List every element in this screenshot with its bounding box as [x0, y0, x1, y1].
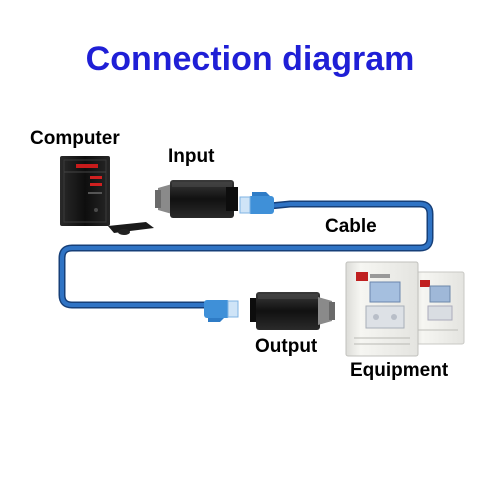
inverter-equipment-icon — [346, 262, 464, 356]
equipment-label: Equipment — [350, 360, 448, 382]
computer-label: Computer — [30, 128, 120, 150]
input-adapter-icon — [155, 180, 238, 218]
input-label: Input — [168, 146, 214, 168]
computer-tower-icon — [60, 156, 154, 235]
output-label: Output — [255, 336, 317, 358]
output-rj45-plug-icon — [204, 300, 238, 322]
output-adapter-icon — [250, 292, 335, 330]
input-rj45-plug-icon — [240, 192, 274, 214]
cable-label: Cable — [325, 216, 377, 238]
diagram-title: Connection diagram — [0, 40, 500, 79]
